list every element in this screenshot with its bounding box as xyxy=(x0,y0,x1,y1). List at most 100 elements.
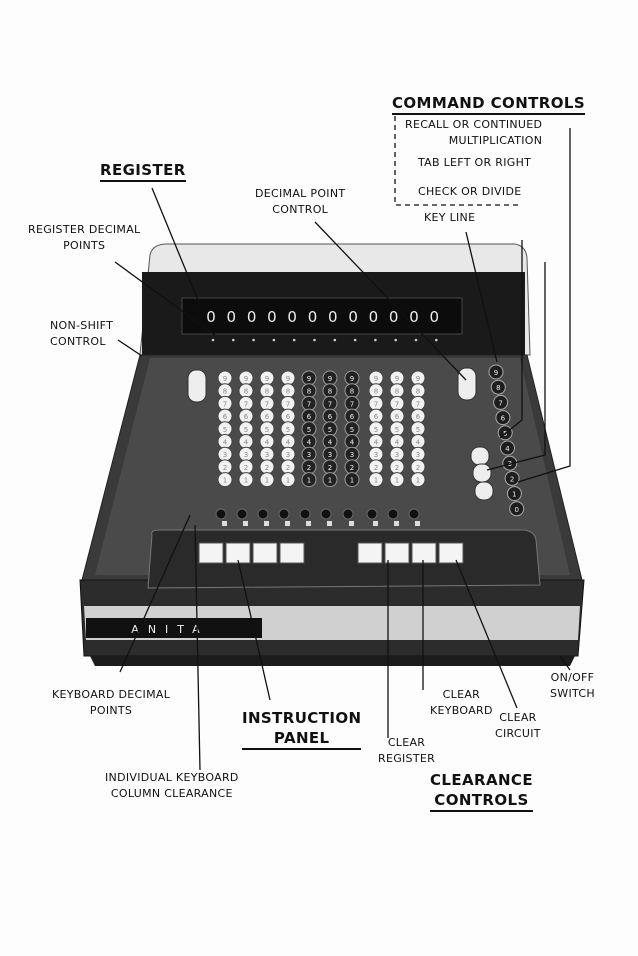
digit-key-label: 6 xyxy=(244,413,249,421)
digit-key-label: 8 xyxy=(395,388,399,396)
digit-key-label: 8 xyxy=(244,388,248,396)
command-key[interactable] xyxy=(493,394,509,410)
digit-key-label: 6 xyxy=(328,413,333,421)
digit-key-label: 5 xyxy=(350,426,354,434)
register-decimal-point xyxy=(394,338,398,342)
keyboard-decimal-point[interactable] xyxy=(264,521,269,526)
digit-key-label: 1 xyxy=(374,477,378,485)
command-key[interactable] xyxy=(502,455,518,471)
register-digit: 0 xyxy=(328,308,338,326)
digit-key-label: 9 xyxy=(395,375,399,383)
digit-key-label: 3 xyxy=(350,451,354,459)
label-tab: TAB LEFT OR RIGHT xyxy=(418,156,532,169)
command-key-label: 2 xyxy=(510,475,514,483)
command-key[interactable] xyxy=(500,440,515,456)
digit-key[interactable] xyxy=(280,472,296,488)
instruction-button[interactable] xyxy=(411,542,437,564)
register-digit: 0 xyxy=(348,308,358,326)
digit-key[interactable] xyxy=(389,472,405,488)
digit-key[interactable] xyxy=(217,472,233,488)
digit-key-label: 4 xyxy=(307,439,312,447)
decimal-point-control-key[interactable] xyxy=(457,367,477,401)
digit-key-label: 1 xyxy=(350,477,354,485)
instruction-button[interactable] xyxy=(384,542,410,564)
column-clear-key[interactable] xyxy=(257,508,269,520)
digit-key[interactable] xyxy=(301,472,317,488)
instruction-button[interactable] xyxy=(357,542,383,564)
digit-key-label: 8 xyxy=(328,388,332,396)
keyboard-decimal-point[interactable] xyxy=(394,521,399,526)
command-key[interactable] xyxy=(506,486,522,502)
register-decimal-point xyxy=(313,338,316,342)
digit-key-label: 2 xyxy=(223,464,227,472)
column-clear-key[interactable] xyxy=(387,508,399,520)
instruction-button[interactable] xyxy=(198,542,224,564)
keyboard-decimal-point[interactable] xyxy=(415,521,420,526)
digit-key-label: 4 xyxy=(265,439,270,447)
keyboard-decimal-point[interactable] xyxy=(327,521,332,526)
digit-key-label: 1 xyxy=(265,477,269,485)
digit-key-label: 2 xyxy=(350,464,354,472)
digit-key-label: 7 xyxy=(265,400,269,408)
non-shift-key[interactable] xyxy=(187,369,207,403)
command-key-label: 4 xyxy=(505,445,510,453)
digit-key-label: 1 xyxy=(416,477,420,485)
digit-key-label: 7 xyxy=(395,400,399,408)
column-clear-key[interactable] xyxy=(342,508,354,520)
digit-key-label: 9 xyxy=(223,375,227,383)
command-key[interactable] xyxy=(488,364,504,380)
command-key[interactable] xyxy=(495,410,511,426)
digit-key-label: 5 xyxy=(395,426,399,434)
digit-key-label: 8 xyxy=(265,388,269,396)
keyboard-decimal-point[interactable] xyxy=(373,521,378,526)
command-key[interactable] xyxy=(504,470,520,486)
column-clear-key[interactable] xyxy=(215,508,227,520)
digit-key[interactable] xyxy=(238,472,254,488)
command-key-label: 0 xyxy=(514,506,518,514)
register-decimal-point xyxy=(232,338,235,342)
instruction-button[interactable] xyxy=(252,542,278,564)
column-clear-key[interactable] xyxy=(299,508,311,520)
register-digit: 0 xyxy=(389,308,399,326)
digit-key-label: 2 xyxy=(328,464,332,472)
instruction-button[interactable] xyxy=(279,542,305,564)
column-clear-key[interactable] xyxy=(236,508,248,520)
keyboard-decimal-point[interactable] xyxy=(306,521,311,526)
command-key[interactable] xyxy=(509,501,525,517)
command-control-key[interactable] xyxy=(472,463,492,483)
column-clear-key[interactable] xyxy=(320,508,332,520)
digit-key-label: 1 xyxy=(223,477,227,485)
keyboard-decimal-point[interactable] xyxy=(285,521,290,526)
command-key[interactable] xyxy=(490,379,506,395)
digit-key-label: 2 xyxy=(244,464,248,472)
command-key-label: 1 xyxy=(512,491,516,499)
command-control-key[interactable] xyxy=(470,446,490,466)
column-clear-key[interactable] xyxy=(408,508,420,520)
digit-key[interactable] xyxy=(368,472,384,488)
register-digit: 0 xyxy=(287,308,297,326)
digit-key-label: 2 xyxy=(286,464,290,472)
digit-key-label: 6 xyxy=(374,413,379,421)
digit-key[interactable] xyxy=(410,472,426,488)
instruction-button[interactable] xyxy=(438,542,464,564)
digit-key[interactable] xyxy=(259,472,275,488)
digit-key-label: 1 xyxy=(328,477,332,485)
column-clear-key[interactable] xyxy=(278,508,290,520)
digit-key[interactable] xyxy=(322,472,338,488)
command-control-key[interactable] xyxy=(474,481,494,501)
keyboard-decimal-point[interactable] xyxy=(243,521,248,526)
instruction-button[interactable] xyxy=(225,542,251,564)
column-clear-key[interactable] xyxy=(366,508,378,520)
keyboard-decimal-point[interactable] xyxy=(222,521,227,526)
digit-key[interactable] xyxy=(344,472,360,488)
brand-strip xyxy=(86,618,262,638)
digit-key-label: 8 xyxy=(374,388,378,396)
command-key-label: 7 xyxy=(498,399,502,407)
keyboard-decimal-point[interactable] xyxy=(349,521,354,526)
digit-key-label: 5 xyxy=(328,426,332,434)
